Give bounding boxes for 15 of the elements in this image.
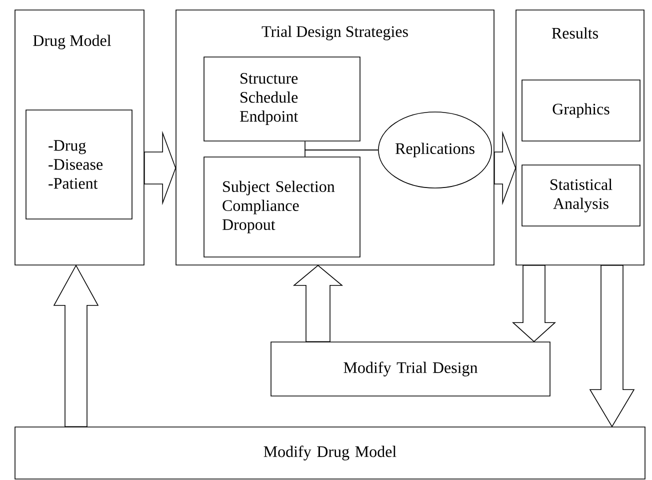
text-box: Statistical Analysis	[522, 164, 640, 226]
text-box: Structure Schedule Endpoint	[204, 56, 360, 142]
connector-line	[304, 150, 378, 157]
text-box: -Drug -Disease -Patient	[26, 110, 132, 220]
block-arrow	[512, 265, 556, 342]
text-box: Modify Drug Model	[14, 426, 646, 480]
ellipse-node: Replications	[378, 112, 492, 188]
block-arrow	[292, 264, 344, 342]
block-arrow	[494, 130, 516, 206]
text-box: Graphics	[522, 80, 640, 142]
text-box: Subject Selection Compliance Dropout	[204, 156, 360, 258]
block-arrow	[589, 265, 635, 428]
block-arrow	[53, 264, 99, 427]
text-box: Modify Trial Design	[270, 342, 550, 396]
block-arrow	[144, 130, 176, 206]
